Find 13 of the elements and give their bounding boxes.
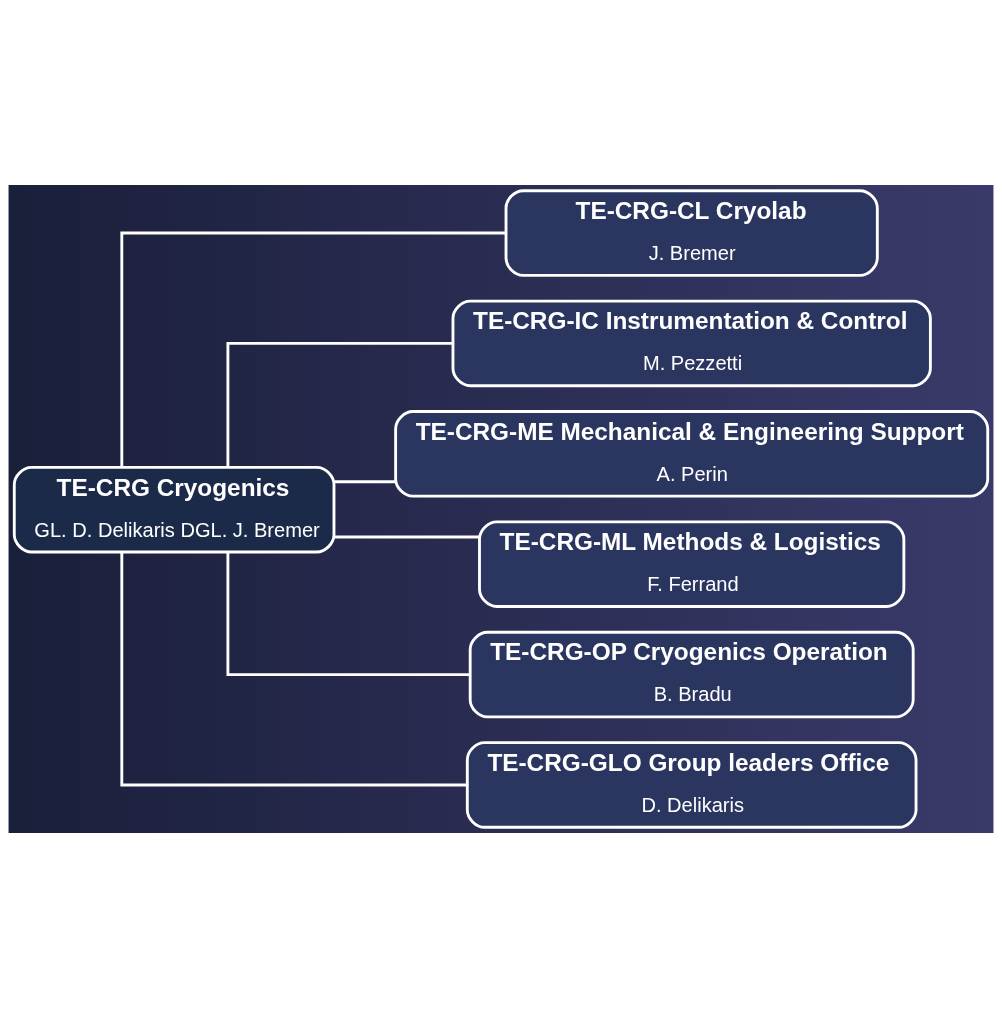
node-box: TE-CRG-IC Instrumentation & Control M. Pezzetti [451, 299, 932, 387]
connector [334, 479, 396, 483]
node-box: TE-CRG Cryogenics GL. D. Delikaris DGL. J. Bremer [12, 465, 336, 553]
node-box: TE-CRG-ML Methods & Logistics F. Ferrand [478, 519, 906, 608]
connector [226, 341, 453, 467]
node-box: TE-CRG-GLO Group leaders Office D. Delikaris [465, 740, 918, 829]
connector [120, 231, 506, 467]
node-box: TE-CRG-CL Cryolab J. Bremer [504, 188, 879, 277]
node-box: TE-CRG-OP Cryogenics Operation B. Bradu [468, 630, 915, 718]
connector [334, 535, 480, 538]
connector [120, 551, 468, 786]
connector [226, 551, 470, 676]
node-box: TE-CRG-ME Mechanical & Engineering Support A. Perin [394, 409, 990, 498]
